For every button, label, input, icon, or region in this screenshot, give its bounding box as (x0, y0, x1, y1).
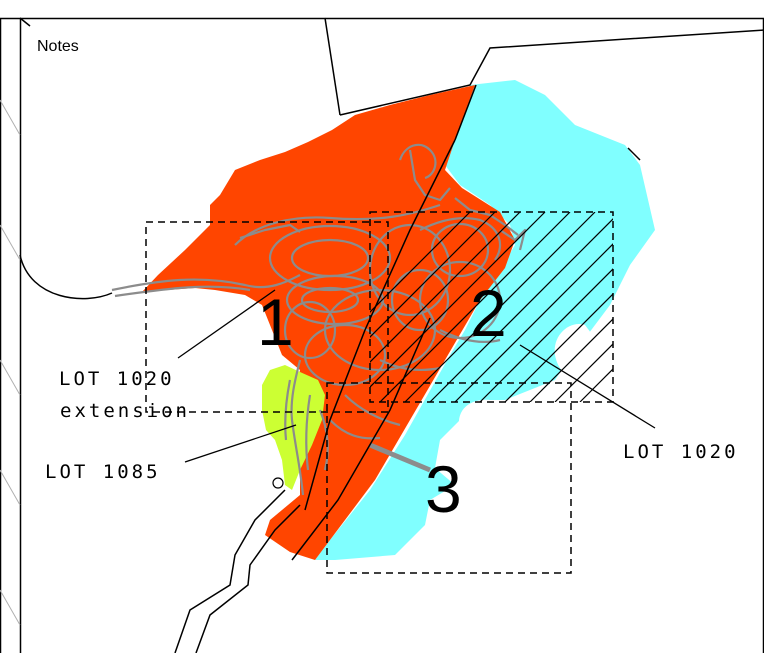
zone-1-number: 1 (257, 285, 294, 359)
cutout-right (554, 324, 600, 379)
cutout-lower (458, 399, 505, 445)
contour-lines (111, 143, 527, 496)
cyan-area[interactable] (315, 80, 655, 560)
zone-2-box[interactable] (369, 211, 614, 403)
lot-1020-extension-label-line1: LOT 1020 (59, 368, 175, 390)
zone-1-box[interactable] (145, 221, 389, 413)
lot-1085-label: LOT 1085 (45, 461, 161, 483)
lot-1020-extension-label-line2: extension (60, 400, 190, 422)
left-panel-border-top (19, 17, 31, 27)
zone-3-number: 3 (425, 452, 462, 526)
left-margin-hatching (0, 99, 21, 626)
orange-area[interactable] (142, 85, 515, 560)
lot-1020-label: LOT 1020 (623, 441, 739, 463)
zone-2-hatching (370, 212, 613, 402)
notes-title: Notes (37, 38, 79, 55)
marker-circle (272, 477, 284, 489)
leader-lines (177, 289, 656, 463)
zone-2-number: 2 (470, 276, 507, 350)
zone-3-box[interactable] (326, 382, 572, 574)
